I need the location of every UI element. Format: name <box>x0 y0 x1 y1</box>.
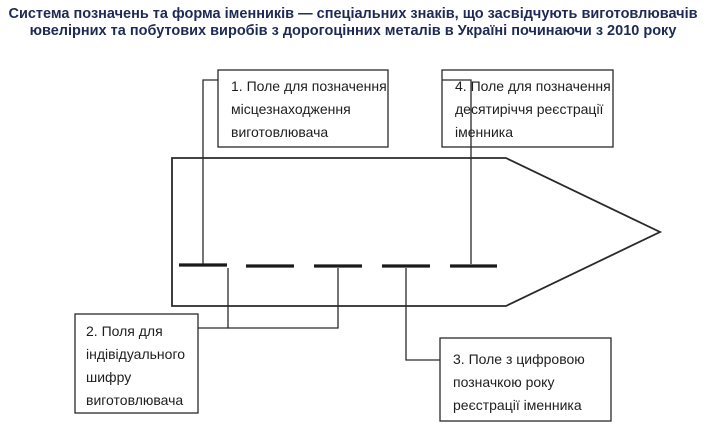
callout-2-line-3: шифру <box>86 369 131 385</box>
callout-3-line-3: реєстрації іменника <box>453 397 582 413</box>
callout-text-3: 3. Поле з цифровою позначкою року реєстр… <box>453 351 589 413</box>
callout-2-line-1: 2. Поля для <box>86 323 163 339</box>
callout-text-1: 1. Поле для позначення місцезнаходження … <box>231 78 391 140</box>
callout-box-2 <box>74 313 199 414</box>
callout-3-line-1: 3. Поле з цифровою <box>453 351 585 367</box>
title-line-1: Система позначень та форма іменників — с… <box>8 6 698 22</box>
callout-box-1 <box>217 69 389 148</box>
callout-4-line-1: 4. Поле для позначення <box>455 78 611 94</box>
callout-1-line-2: місцезнаходження <box>231 101 351 117</box>
title-line-2: ювелірних та побутових виробів з дорогоц… <box>29 23 677 39</box>
callout-4-line-3: іменника <box>455 124 513 140</box>
callout-2-line-2: індівідуального <box>86 346 185 362</box>
callout-1-line-1: 1. Поле для позначення <box>231 78 387 94</box>
callout-2-line-4: виготовлювача <box>86 392 183 408</box>
leader-line-3 <box>405 268 440 361</box>
leader-line-2b <box>228 268 339 329</box>
callout-3-line-2: позначкою року <box>453 374 554 390</box>
leader-line-2a <box>198 268 229 329</box>
callout-text-4: 4. Поле для позначення десятиріччя реєст… <box>455 78 615 140</box>
leader-line-4 <box>442 79 472 264</box>
callout-box-3 <box>439 337 612 422</box>
callout-text-2: 2. Поля для індівідуального шифру вигото… <box>86 323 189 408</box>
stamp-outline <box>171 157 663 307</box>
diagram-title: Система позначень та форма іменників — с… <box>0 6 706 40</box>
callout-4-line-2: десятиріччя реєстрації <box>455 101 604 117</box>
leader-line-1 <box>202 79 218 264</box>
callout-1-line-3: виготовлювача <box>231 124 328 140</box>
